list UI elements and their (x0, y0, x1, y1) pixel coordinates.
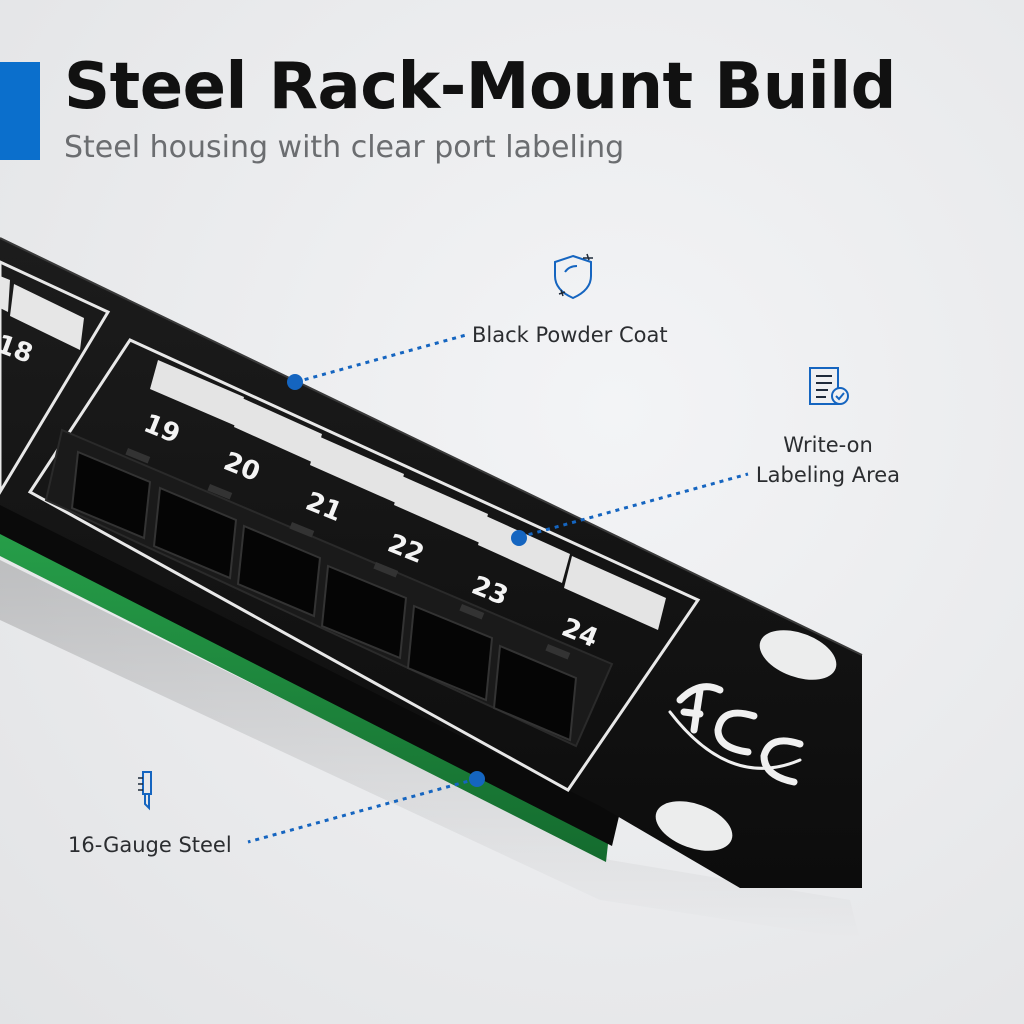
mount-hole-bottom (655, 801, 733, 851)
callout-line-labeling (519, 472, 749, 539)
callout-line-coat (295, 333, 467, 384)
rj45-jack-24[interactable] (492, 644, 578, 742)
jack-slot (125, 448, 151, 464)
label-box-20 (234, 398, 322, 463)
callout-label-labeling: Write-on Labeling Area (738, 430, 918, 490)
page-subtitle: Steel housing with clear port labeling (64, 130, 625, 165)
rj45-jack-20[interactable] (152, 486, 238, 580)
rj45-jack-19[interactable] (70, 450, 152, 540)
label-box-23 (478, 516, 570, 583)
label-box-22 (394, 476, 488, 543)
jack-slot (207, 484, 233, 500)
label-boxes (150, 360, 666, 630)
label-box-24 (564, 556, 666, 630)
jack-slot (545, 643, 571, 660)
rj45-jack-23[interactable] (406, 604, 494, 702)
callout-label-coat: Black Powder Coat (472, 323, 668, 347)
rj45-jacks (70, 448, 578, 742)
label-box-17 (0, 276, 10, 312)
jack-slot (289, 522, 315, 538)
callout-dot-labeling (511, 530, 527, 546)
page-title: Steel Rack-Mount Build (64, 50, 896, 124)
panel-shadow (0, 560, 860, 940)
callout-label-labeling-line1: Write-on (783, 433, 873, 457)
callout-lines (247, 333, 749, 844)
steel-lip (0, 500, 620, 846)
callout-dot-steel (469, 771, 485, 787)
left-port-frame (0, 260, 111, 495)
callout-line-steel (247, 777, 477, 844)
jack-slot (459, 604, 485, 620)
label-box-19 (150, 360, 244, 426)
icc-logo (668, 683, 804, 786)
accent-bar (0, 62, 40, 160)
jack-slot (373, 562, 399, 578)
checklist-icon (809, 367, 849, 405)
gauge-icon (138, 771, 152, 811)
panel-top-edge (0, 237, 863, 656)
rj45-jack-22[interactable] (320, 564, 408, 660)
mount-hole-top (759, 630, 837, 680)
rj45-jack-21[interactable] (236, 524, 322, 618)
label-box-21 (310, 436, 404, 503)
callout-label-steel: 16-Gauge Steel (68, 833, 232, 857)
shield-icon (554, 253, 593, 300)
label-box-18 (10, 284, 84, 350)
callout-dot-coat (287, 374, 303, 390)
callout-label-labeling-line2: Labeling Area (755, 463, 901, 487)
